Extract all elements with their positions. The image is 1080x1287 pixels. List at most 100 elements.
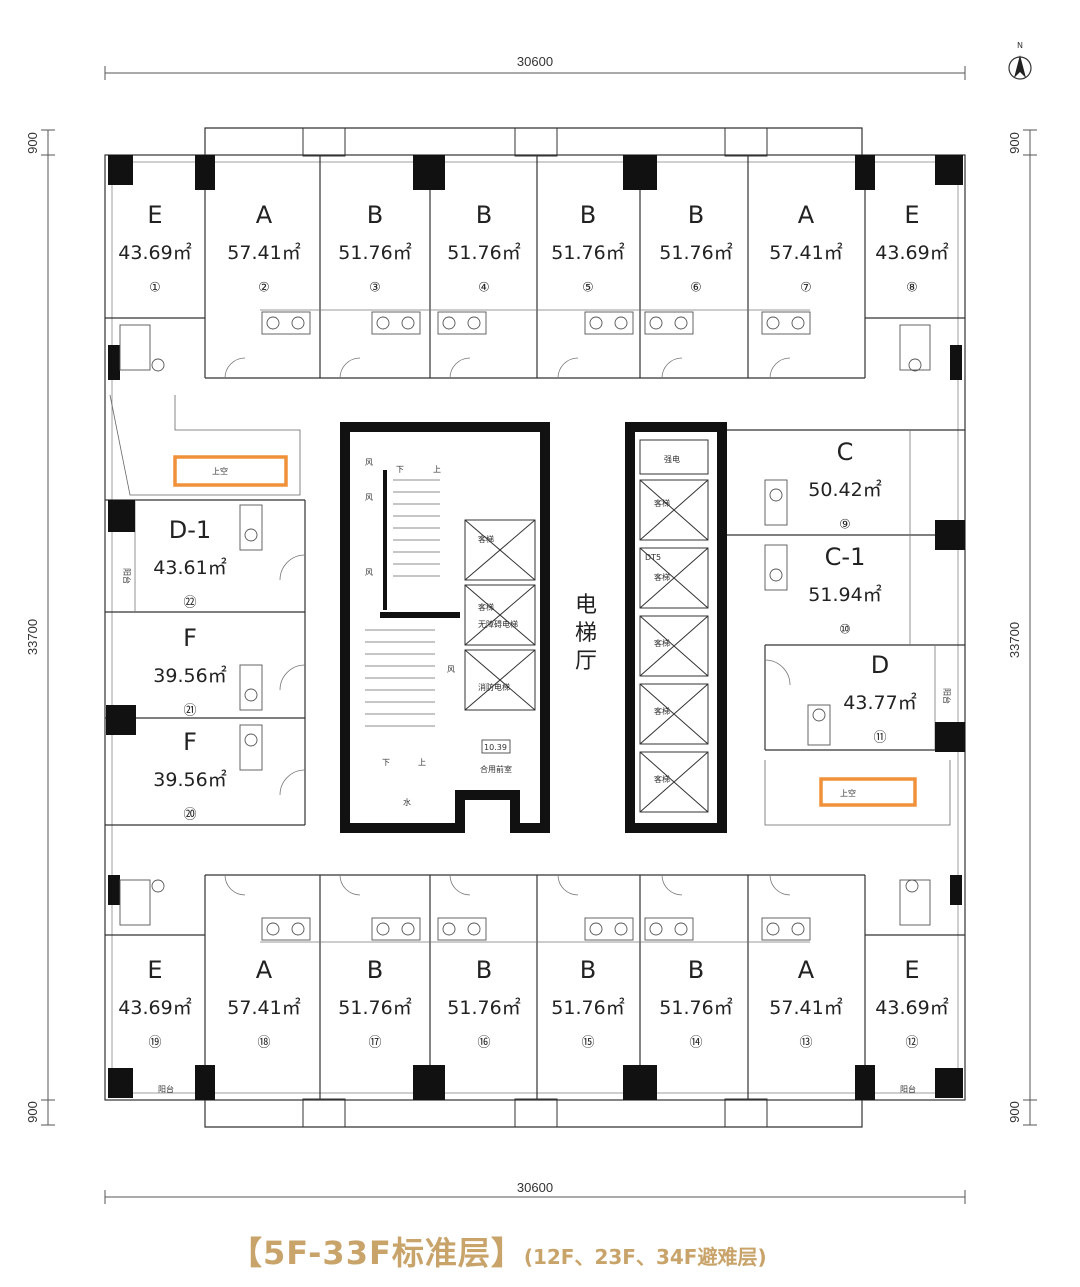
elevator-bank-label-1: 客梯 <box>654 498 670 508</box>
core-wind-3: 风 <box>365 568 373 577</box>
dimension-right-label: 33700 <box>1007 622 1022 658</box>
core-stair-up-1: 上 <box>433 465 441 474</box>
unit-area-label: 43.69㎡ <box>875 241 948 264</box>
unit-area-label: 57.41㎡ <box>769 996 842 1019</box>
core-wind-2: 风 <box>365 493 373 502</box>
void-highlight-left <box>173 455 288 487</box>
unit-type-label: F <box>183 728 197 756</box>
unit-number-label: ⑪ <box>873 731 886 746</box>
dimension-left-bottom-offset: 900 <box>25 1101 40 1123</box>
dimension-top <box>104 66 966 80</box>
core-wind-1: 风 <box>365 458 373 467</box>
unit-area-label: 43.69㎡ <box>118 996 191 1019</box>
floor-caption-title: 【5F-33F标准层】 <box>230 1234 524 1272</box>
unit-number-label: ① <box>149 281 161 296</box>
dimension-left-top-offset: 900 <box>25 132 40 154</box>
elevator-bank-label-5: 客梯 <box>654 774 670 784</box>
unit-number-label: ⑭ <box>689 1036 702 1051</box>
unit-number-label: ⑩ <box>839 623 851 638</box>
dimension-left-label: 33700 <box>25 619 40 655</box>
core-elevation: 10.39 <box>484 743 507 752</box>
top-unit-walls <box>105 155 965 379</box>
core-fire-elevator-label: 消防电梯 <box>478 682 510 692</box>
unit-number-label: ⑱ <box>257 1036 270 1051</box>
unit-type-label: C <box>837 438 854 466</box>
dimension-right-top-offset: 900 <box>1007 132 1022 154</box>
unit-area-label: 50.42㎡ <box>808 478 881 501</box>
floor-plan: 30600 30600 33700 900 900 33700 900 900 … <box>25 41 1037 1204</box>
core-elevation-box <box>481 739 511 754</box>
unit-type-label: E <box>904 956 919 984</box>
core-wind-4: 风 <box>447 665 455 674</box>
unit-area-label: 51.76㎡ <box>338 241 411 264</box>
unit-number-label: ⑰ <box>368 1036 381 1051</box>
elevator-hall-char-2: 梯 <box>575 621 597 646</box>
unit-number-label: ⑲ <box>148 1036 161 1051</box>
dimension-bottom-label: 30600 <box>517 1180 553 1195</box>
unit-area-label: 43.69㎡ <box>875 996 948 1019</box>
unit-type-label: E <box>904 201 919 229</box>
unit-number-label: ㉒ <box>183 596 196 611</box>
unit-number-label: ② <box>258 281 270 296</box>
elevator-bank-label-2: 客梯 <box>654 572 670 582</box>
unit-type-label: A <box>256 956 273 984</box>
unit-area-label: 51.94㎡ <box>808 583 881 606</box>
unit-type-label: B <box>367 201 383 229</box>
unit-number-label: ⑳ <box>183 808 196 823</box>
dimension-right-bottom-offset: 900 <box>1007 1101 1022 1123</box>
unit-area-label: 39.56㎡ <box>153 664 226 687</box>
stair-core <box>340 422 550 833</box>
facade-boxes <box>302 127 768 1128</box>
unit-number-label: ⑥ <box>690 281 702 296</box>
balcony-label-d: 阳台 <box>942 688 952 704</box>
unit-area-label: 51.76㎡ <box>659 996 732 1019</box>
unit-area-label: 43.61㎡ <box>153 556 226 579</box>
unit-type-label: B <box>688 956 704 984</box>
elevator-hall-char-1: 电 <box>575 593 597 618</box>
dimension-left <box>41 129 55 1126</box>
unit-number-label: ④ <box>478 281 490 296</box>
left-unit-walls <box>105 394 306 826</box>
unit-area-label: 57.41㎡ <box>769 241 842 264</box>
unit-number-label: ⑯ <box>477 1036 490 1051</box>
elevator-hall-char-3: 厅 <box>575 649 597 674</box>
unit-number-label: ⑫ <box>905 1036 918 1051</box>
unit-type-label: B <box>580 956 596 984</box>
unit-type-label: B <box>688 201 704 229</box>
core-stair-down-1: 下 <box>396 465 404 474</box>
balcony-label-12: 阳台 <box>900 1084 916 1094</box>
unit-type-label: E <box>147 201 162 229</box>
void-label-right: 上空 <box>840 788 856 798</box>
elevator-bank-strong-current: 强电 <box>664 454 680 464</box>
balcony-label-19: 阳台 <box>158 1084 174 1094</box>
unit-area-label: 51.76㎡ <box>551 996 624 1019</box>
core-elevator-label-2: 客梯 <box>478 602 494 612</box>
unit-number-label: ⑨ <box>839 518 851 533</box>
floor-caption: 【5F-33F标准层】(12F、23F、34F避难层) <box>230 1228 767 1274</box>
core-stair-up-2: 上 <box>418 758 426 767</box>
void-label-left: 上空 <box>212 466 228 476</box>
unit-area-label: 57.41㎡ <box>227 996 300 1019</box>
core-freight-label: 无障碍电梯 <box>478 619 518 629</box>
unit-type-label: B <box>367 956 383 984</box>
unit-type-label: B <box>580 201 596 229</box>
unit-area-label: 57.41㎡ <box>227 241 300 264</box>
unit-type-label: D <box>871 651 889 679</box>
unit-type-label: D-1 <box>169 516 211 544</box>
bottom-unit-walls <box>105 874 965 1100</box>
core-shared-lobby: 合用前室 <box>480 764 512 774</box>
unit-type-label: B <box>476 201 492 229</box>
unit-area-label: 51.76㎡ <box>551 241 624 264</box>
unit-type-label: B <box>476 956 492 984</box>
core-stair-down-2: 下 <box>382 758 390 767</box>
unit-area-label: 51.76㎡ <box>338 996 411 1019</box>
unit-area-label: 43.77㎡ <box>843 691 916 714</box>
core-water: 水 <box>403 797 411 807</box>
unit-area-label: 39.56㎡ <box>153 768 226 791</box>
columns <box>106 155 965 1100</box>
door-swings <box>224 357 791 896</box>
elevator-bank-dt5: DT5 <box>645 553 661 562</box>
unit-number-label: ③ <box>369 281 381 296</box>
unit-area-label: 51.76㎡ <box>659 241 732 264</box>
unit-type-label: C-1 <box>825 543 866 571</box>
